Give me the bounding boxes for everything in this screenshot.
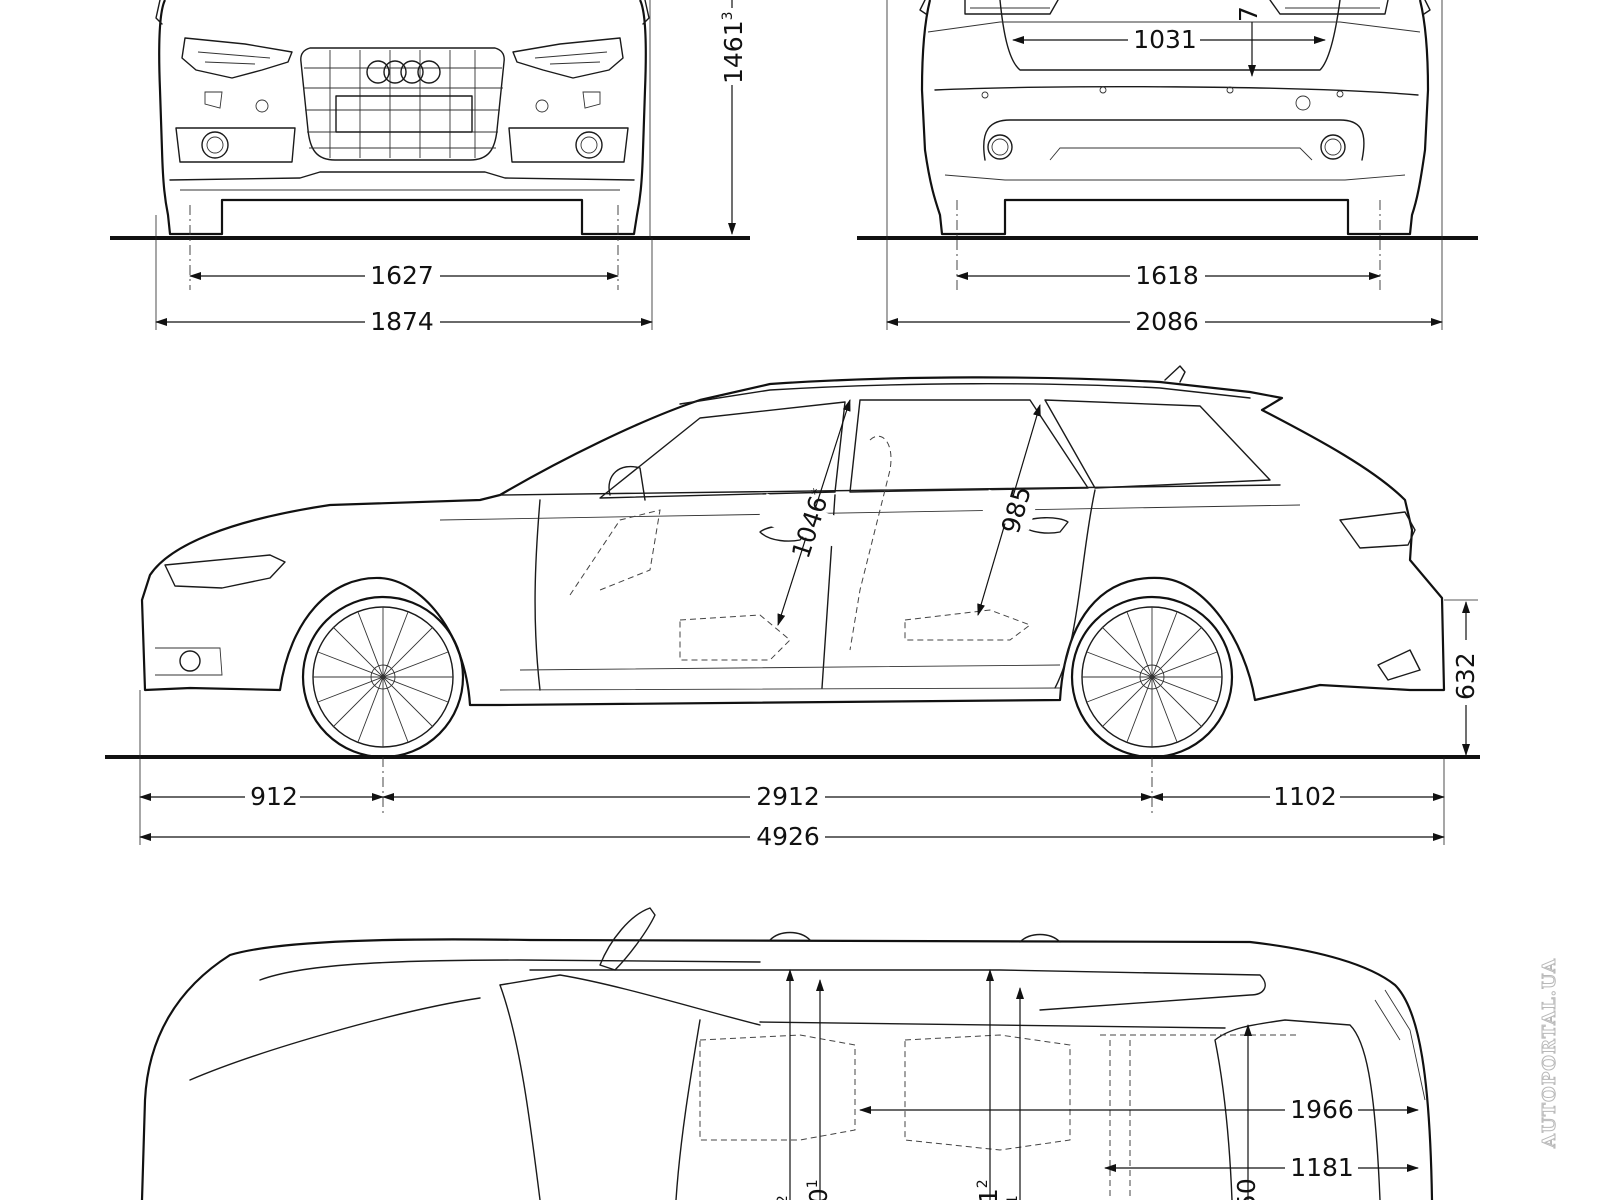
roof-rail-top [759,1021,1226,1029]
rear-seat-outline [849,435,1032,651]
windshield-edge [499,974,761,1026]
top-partial-label-5: 50 [1232,1178,1261,1200]
rear-left-taillight [964,0,1059,15]
front-wheel [301,595,465,759]
top-view: 72 501 012 91 50 1966 1181 [140,907,1434,1200]
front-right-headlight [512,37,624,79]
front-window [599,401,846,499]
mirror-width-label: 2086 [1135,307,1199,336]
front-view: 14613 1627 1874 [110,0,750,336]
front-door-edge [534,499,541,691]
top-partial-label-3: 012 [974,1179,1003,1200]
front-splitter [169,171,635,181]
front-grille [300,47,505,161]
front-left-headlight [181,37,293,79]
front-seat-outline [569,509,791,661]
side-taillight [1339,511,1416,549]
side-view: 1046* 985 632 912 2912 1102 4926 [105,365,1480,851]
top-partial-label-1: 72 [774,1195,803,1200]
rear-bumper-line [934,86,1419,96]
wheelbase-label: 2912 [756,782,820,811]
quarter-window [1044,399,1271,489]
front-fog-lights [175,127,629,163]
rear-view: 1031 7 1618 2086 [857,0,1478,336]
rear-body-outline [920,0,1430,236]
side-exhaust [1377,649,1421,681]
side-headlight [164,554,286,589]
overall-length-label: 4926 [756,822,820,851]
load-length-max-label: 1966 [1290,1095,1354,1124]
roof-handles [769,931,1061,943]
tailgate-depth-partial-label: 7 [1234,6,1263,22]
front-right-mirror [642,0,650,25]
loading-sill-height-label: 632 [1451,652,1480,700]
tailgate-width-label: 1031 [1133,25,1197,54]
side-body-outline [140,376,1446,707]
rear-left-exhaust [987,134,1013,160]
top-partial-label-4: 91 [1004,1195,1033,1200]
front-body-outline [158,0,647,236]
audi-rings-logo [366,60,441,84]
roof-antenna [1164,365,1186,383]
tailgate-top [1214,1019,1381,1200]
side-mirror [608,465,646,501]
a-pillar-lines [499,984,701,1200]
height-label: 14613 [719,11,748,84]
front-overhang-label: 912 [250,782,298,811]
roof-rail [679,383,1251,405]
rear-overhang-label: 1102 [1273,782,1337,811]
rear-track-label: 1618 [1135,261,1199,290]
front-width-label: 1874 [370,307,434,336]
tailgate-outline [999,0,1341,71]
rear-diffuser [983,119,1365,161]
top-seat-outlines [699,1034,1071,1151]
front-license-plate [335,95,473,133]
side-fog-light [179,650,201,672]
hood-lines [189,959,761,1081]
top-partial-label-2: 501 [804,1179,833,1200]
roof-edge [529,969,1266,1011]
top-mirror [599,907,656,971]
rear-headroom-label: 985 [996,483,1037,537]
rear-door-edge [1054,489,1096,689]
rear-right-taillight [1269,0,1389,15]
watermark-text: AUTOPORTAL.UA [1539,958,1560,1149]
rear-right-exhaust [1320,134,1346,160]
front-track-label: 1627 [370,261,434,290]
load-length-min-label: 1181 [1290,1153,1354,1182]
top-body-outline [140,938,1434,1200]
front-left-mirror [155,0,163,25]
rear-wheel [1070,595,1234,759]
